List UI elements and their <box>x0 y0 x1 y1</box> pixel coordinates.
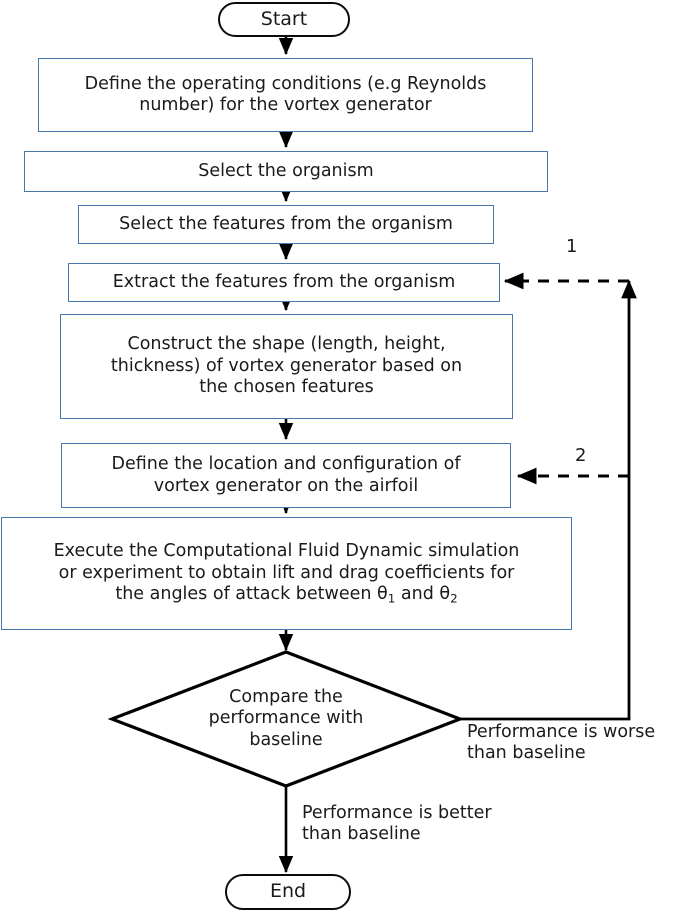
line-1: Define the operating conditions (e.g Rey… <box>84 73 487 94</box>
node-end-label: End <box>269 880 307 903</box>
edge-label-performance-better: Performance is better than baseline <box>302 803 492 846</box>
node-extract-features[interactable]: Extract the features from the organism <box>68 263 500 302</box>
decision-diamond-shape <box>107 650 465 788</box>
connector-feedback-rail <box>460 279 637 721</box>
loop-label-2: 2 <box>575 447 586 465</box>
node-define-conditions[interactable]: Define the operating conditions (e.g Rey… <box>38 58 533 132</box>
node-construct-shape[interactable]: Construct the shape (length, height, thi… <box>60 314 513 419</box>
line-3-mid: and θ <box>395 583 451 604</box>
line-1: Performance is worse <box>467 722 656 742</box>
node-execute-cfd-label: Execute the Computational Fluid Dynamic … <box>2 541 571 606</box>
node-extract-features-label: Extract the features from the organism <box>112 271 456 292</box>
line-2: or experiment to obtain lift and drag co… <box>58 562 515 583</box>
node-execute-cfd[interactable]: Execute the Computational Fluid Dynamic … <box>1 517 572 630</box>
node-define-location[interactable]: Define the location and configuration of… <box>61 443 511 508</box>
loop-label-1: 1 <box>566 238 577 256</box>
edge-label-performance-worse: Performance is worse than baseline <box>467 722 655 765</box>
node-define-location-label: Define the location and configuration of… <box>62 454 510 497</box>
line-1: Construct the shape (length, height, <box>127 334 446 355</box>
node-start[interactable]: Start <box>218 2 350 37</box>
node-select-features[interactable]: Select the features from the organism <box>78 205 494 244</box>
node-select-organism-label: Select the organism <box>198 160 374 181</box>
loop-label-1-text: 1 <box>566 236 578 257</box>
node-select-organism[interactable]: Select the organism <box>24 151 548 192</box>
line-2: vortex generator on the airfoil <box>153 475 419 496</box>
line-3: the chosen features <box>199 377 374 398</box>
node-select-features-label: Select the features from the organism <box>119 213 453 234</box>
line-1: Define the location and configuration of <box>111 454 461 475</box>
theta-2-subscript: 2 <box>450 591 458 606</box>
line-1: Execute the Computational Fluid Dynamic … <box>53 541 520 562</box>
loop-label-2-text: 2 <box>575 445 587 466</box>
line-3-pre: the angles of attack between θ <box>115 583 388 604</box>
node-start-label: Start <box>260 7 308 30</box>
line-3: the angles of attack between θ1 and θ2 <box>115 583 458 606</box>
node-construct-shape-label: Construct the shape (length, height, thi… <box>61 334 512 398</box>
line-2: thickness) of vortex generator based on <box>110 355 463 376</box>
line-1: Performance is better <box>302 803 492 823</box>
node-end[interactable]: End <box>225 874 351 910</box>
line-2: than baseline <box>467 743 586 764</box>
theta-1-subscript: 1 <box>387 591 396 606</box>
line-2: number) for the vortex generator <box>139 95 432 115</box>
line-2: than baseline <box>302 824 421 845</box>
node-define-conditions-label: Define the operating conditions (e.g Rey… <box>39 74 532 117</box>
